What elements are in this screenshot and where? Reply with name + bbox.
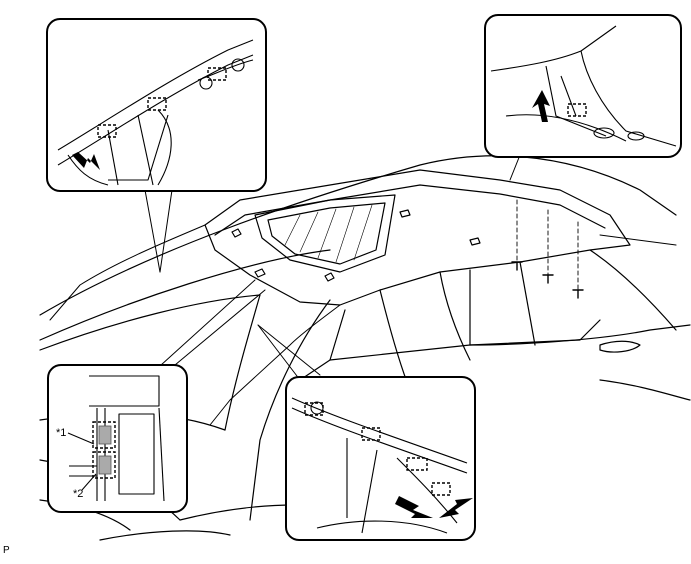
arrow-right-icon <box>395 496 433 518</box>
door-handle <box>599 340 641 353</box>
callout-label-2: *2 <box>73 488 84 500</box>
detail-rear-rail-drawing <box>490 25 677 147</box>
detail-view-front-rail <box>46 18 267 192</box>
arrow-icon <box>72 152 100 170</box>
callout-label-1: *1 <box>56 427 67 439</box>
detail-view-rear-rail <box>484 14 682 158</box>
detail-side-rail-drawing <box>291 397 473 534</box>
figure-code: P <box>3 545 10 556</box>
arrow-up-icon <box>532 90 550 122</box>
roof-outline <box>39 155 677 316</box>
headliner-outline <box>204 169 631 306</box>
detail-sunroof-drain-drawing <box>69 375 165 502</box>
callout-leader-2 <box>81 473 97 491</box>
detail-front-rail-drawing <box>57 39 254 186</box>
detail-view-side-rail <box>285 376 476 541</box>
callout-leader-1 <box>67 432 95 445</box>
sunroof-opening <box>254 194 396 273</box>
arrow-left-icon <box>439 498 473 518</box>
detail-view-sunroof-drain <box>47 364 188 513</box>
